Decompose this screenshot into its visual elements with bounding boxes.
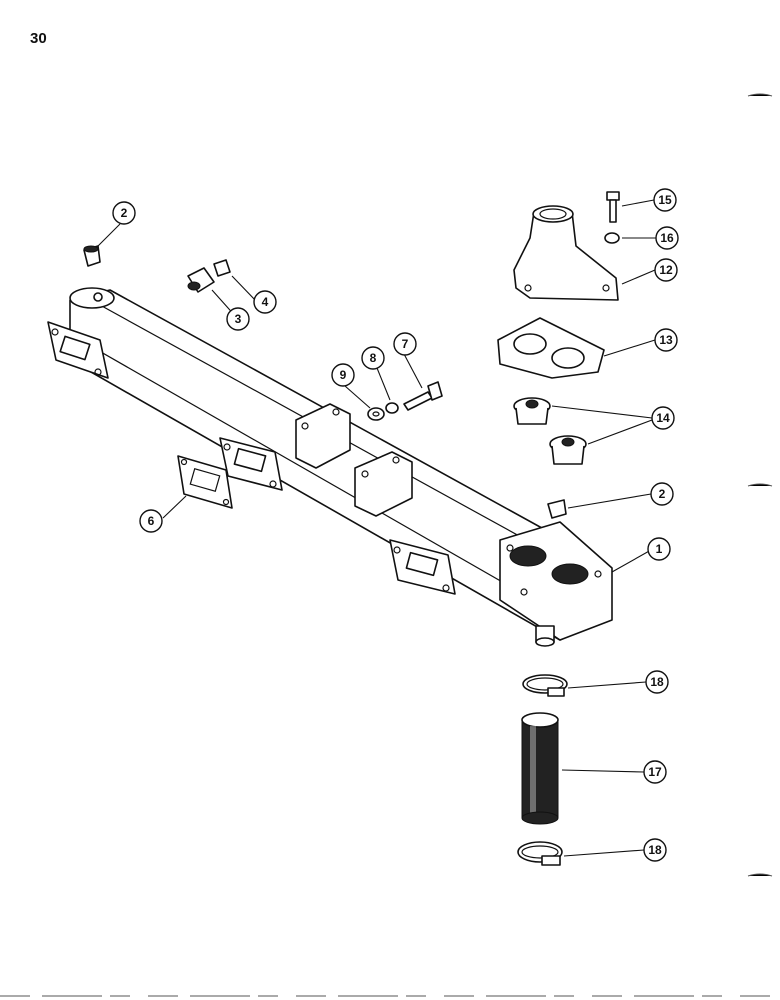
callout: 12 [654,258,678,282]
callout: 3 [226,307,250,331]
callout: 6 [139,509,163,533]
callouts: 1 2 2 3 4 6 7 8 [112,188,679,862]
bolt [403,381,443,411]
water-manifold [47,287,613,647]
scan-marks [0,93,780,997]
callout: 18 [643,838,667,862]
svg-text:8: 8 [370,351,377,365]
svg-text:2: 2 [121,206,128,220]
callout: 17 [643,760,667,784]
callout: 2 [650,482,674,506]
callout: 9 [331,363,355,387]
callout: 2 [112,201,136,225]
housing-lock-washer [604,232,620,244]
svg-text:17: 17 [648,765,662,779]
callout: 18 [645,670,669,694]
callout: 15 [653,188,677,212]
leader-lines [97,199,656,857]
lock-washer [385,402,399,414]
pipe-plug [213,259,231,277]
thermostat [513,397,551,425]
callout: 16 [655,226,679,250]
hose-clamp [517,841,563,866]
exhaust-gasket [177,455,233,509]
svg-text:2: 2 [659,487,666,501]
callout: 1 [647,537,671,561]
svg-text:12: 12 [659,263,673,277]
hose-clamp [522,674,568,697]
svg-text:6: 6 [148,514,155,528]
svg-text:18: 18 [650,675,664,689]
callout: 8 [361,346,385,370]
washer [367,407,385,421]
page-number: 30 [30,30,47,47]
svg-text:14: 14 [656,411,670,425]
svg-text:3: 3 [235,312,242,326]
callout: 4 [253,290,277,314]
svg-text:7: 7 [402,337,409,351]
svg-text:9: 9 [340,368,347,382]
callout: 14 [651,406,675,430]
svg-text:4: 4 [262,295,269,309]
thermostat [549,435,587,465]
svg-text:18: 18 [648,843,662,857]
thermostat-gasket [497,317,605,379]
svg-text:13: 13 [659,333,673,347]
svg-text:1: 1 [656,542,663,556]
pipe-plug-right [547,499,567,519]
pipe-plug-top [83,245,101,267]
svg-text:15: 15 [658,193,672,207]
hose [521,712,559,825]
svg-text:16: 16 [660,231,674,245]
thermostat-housing [513,205,619,301]
callout: 13 [654,328,678,352]
housing-bolt [606,191,620,223]
fitting [187,267,215,293]
callout: 7 [393,332,417,356]
